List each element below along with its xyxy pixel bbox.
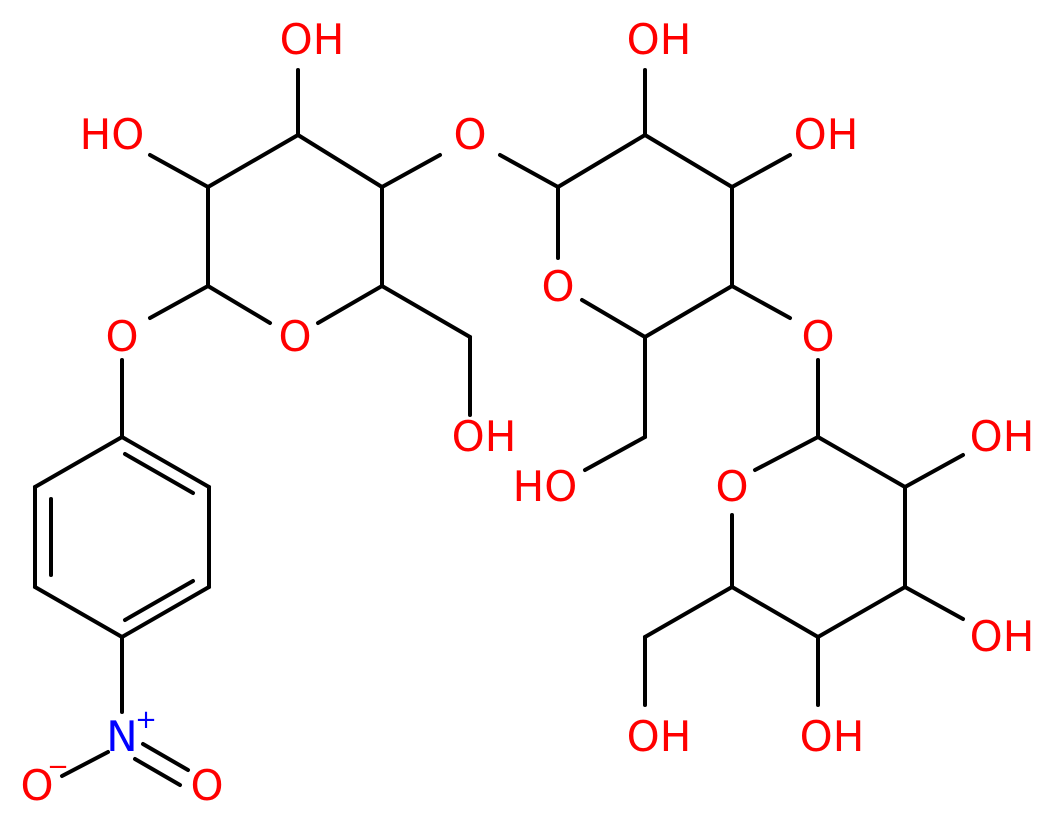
hydroxyl-label: HO (513, 462, 578, 511)
bond (206, 284, 272, 325)
ring-oxygen-label: O (278, 312, 311, 361)
nitro-oxygen-label: O (190, 761, 223, 810)
positive-charge-label: + (135, 705, 157, 735)
ring-oxygen-label: O (715, 462, 748, 511)
bond (316, 284, 384, 325)
bond (498, 153, 560, 189)
nitrogen-label: N (106, 712, 137, 761)
bond (33, 435, 124, 489)
bond (123, 579, 195, 622)
hydroxyl-label: OH (627, 712, 692, 761)
bond (643, 133, 734, 189)
hydroxyl-label: OH (794, 110, 859, 159)
bond (580, 298, 647, 339)
hydroxyl-label: OH (970, 612, 1035, 661)
ether-oxygen-label: O (453, 110, 486, 159)
bond (583, 435, 647, 472)
bond (380, 284, 472, 339)
hydroxyl-label: OH (800, 712, 865, 761)
bond (123, 452, 195, 495)
ether-oxygen-label: O (105, 312, 138, 361)
bond (816, 585, 907, 639)
bond (380, 153, 442, 189)
bond (730, 585, 820, 639)
bond (296, 133, 384, 189)
bond (643, 284, 734, 339)
negative-charge-label: − (47, 752, 69, 782)
bond (120, 585, 211, 639)
bond (60, 750, 110, 778)
bond (903, 453, 965, 489)
hydroxyl-label: OH (970, 412, 1035, 461)
bonds (33, 68, 965, 787)
hydroxyl-label: HO (80, 110, 145, 159)
bond (141, 742, 190, 772)
bond (33, 585, 124, 639)
bond (643, 585, 734, 639)
bond (730, 284, 792, 320)
bond (556, 133, 647, 189)
bond (753, 435, 820, 472)
bond (903, 585, 965, 621)
bond (730, 153, 792, 189)
bond (120, 435, 211, 489)
ring-oxygen-label: O (541, 262, 574, 311)
nitro-oxygen-label: O (20, 761, 53, 810)
atom-labels: HO OH O O O OH OH OH O HO O O OH OH OH O… (20, 15, 1034, 810)
bond (148, 284, 210, 320)
hydroxyl-label: OH (280, 15, 345, 64)
bond (816, 435, 907, 489)
bond (133, 757, 182, 787)
bond (206, 133, 300, 189)
hydroxyl-label: OH (627, 15, 692, 64)
hydroxyl-label: OH (452, 412, 517, 461)
ether-oxygen-label: O (801, 312, 834, 361)
bond (148, 153, 210, 189)
